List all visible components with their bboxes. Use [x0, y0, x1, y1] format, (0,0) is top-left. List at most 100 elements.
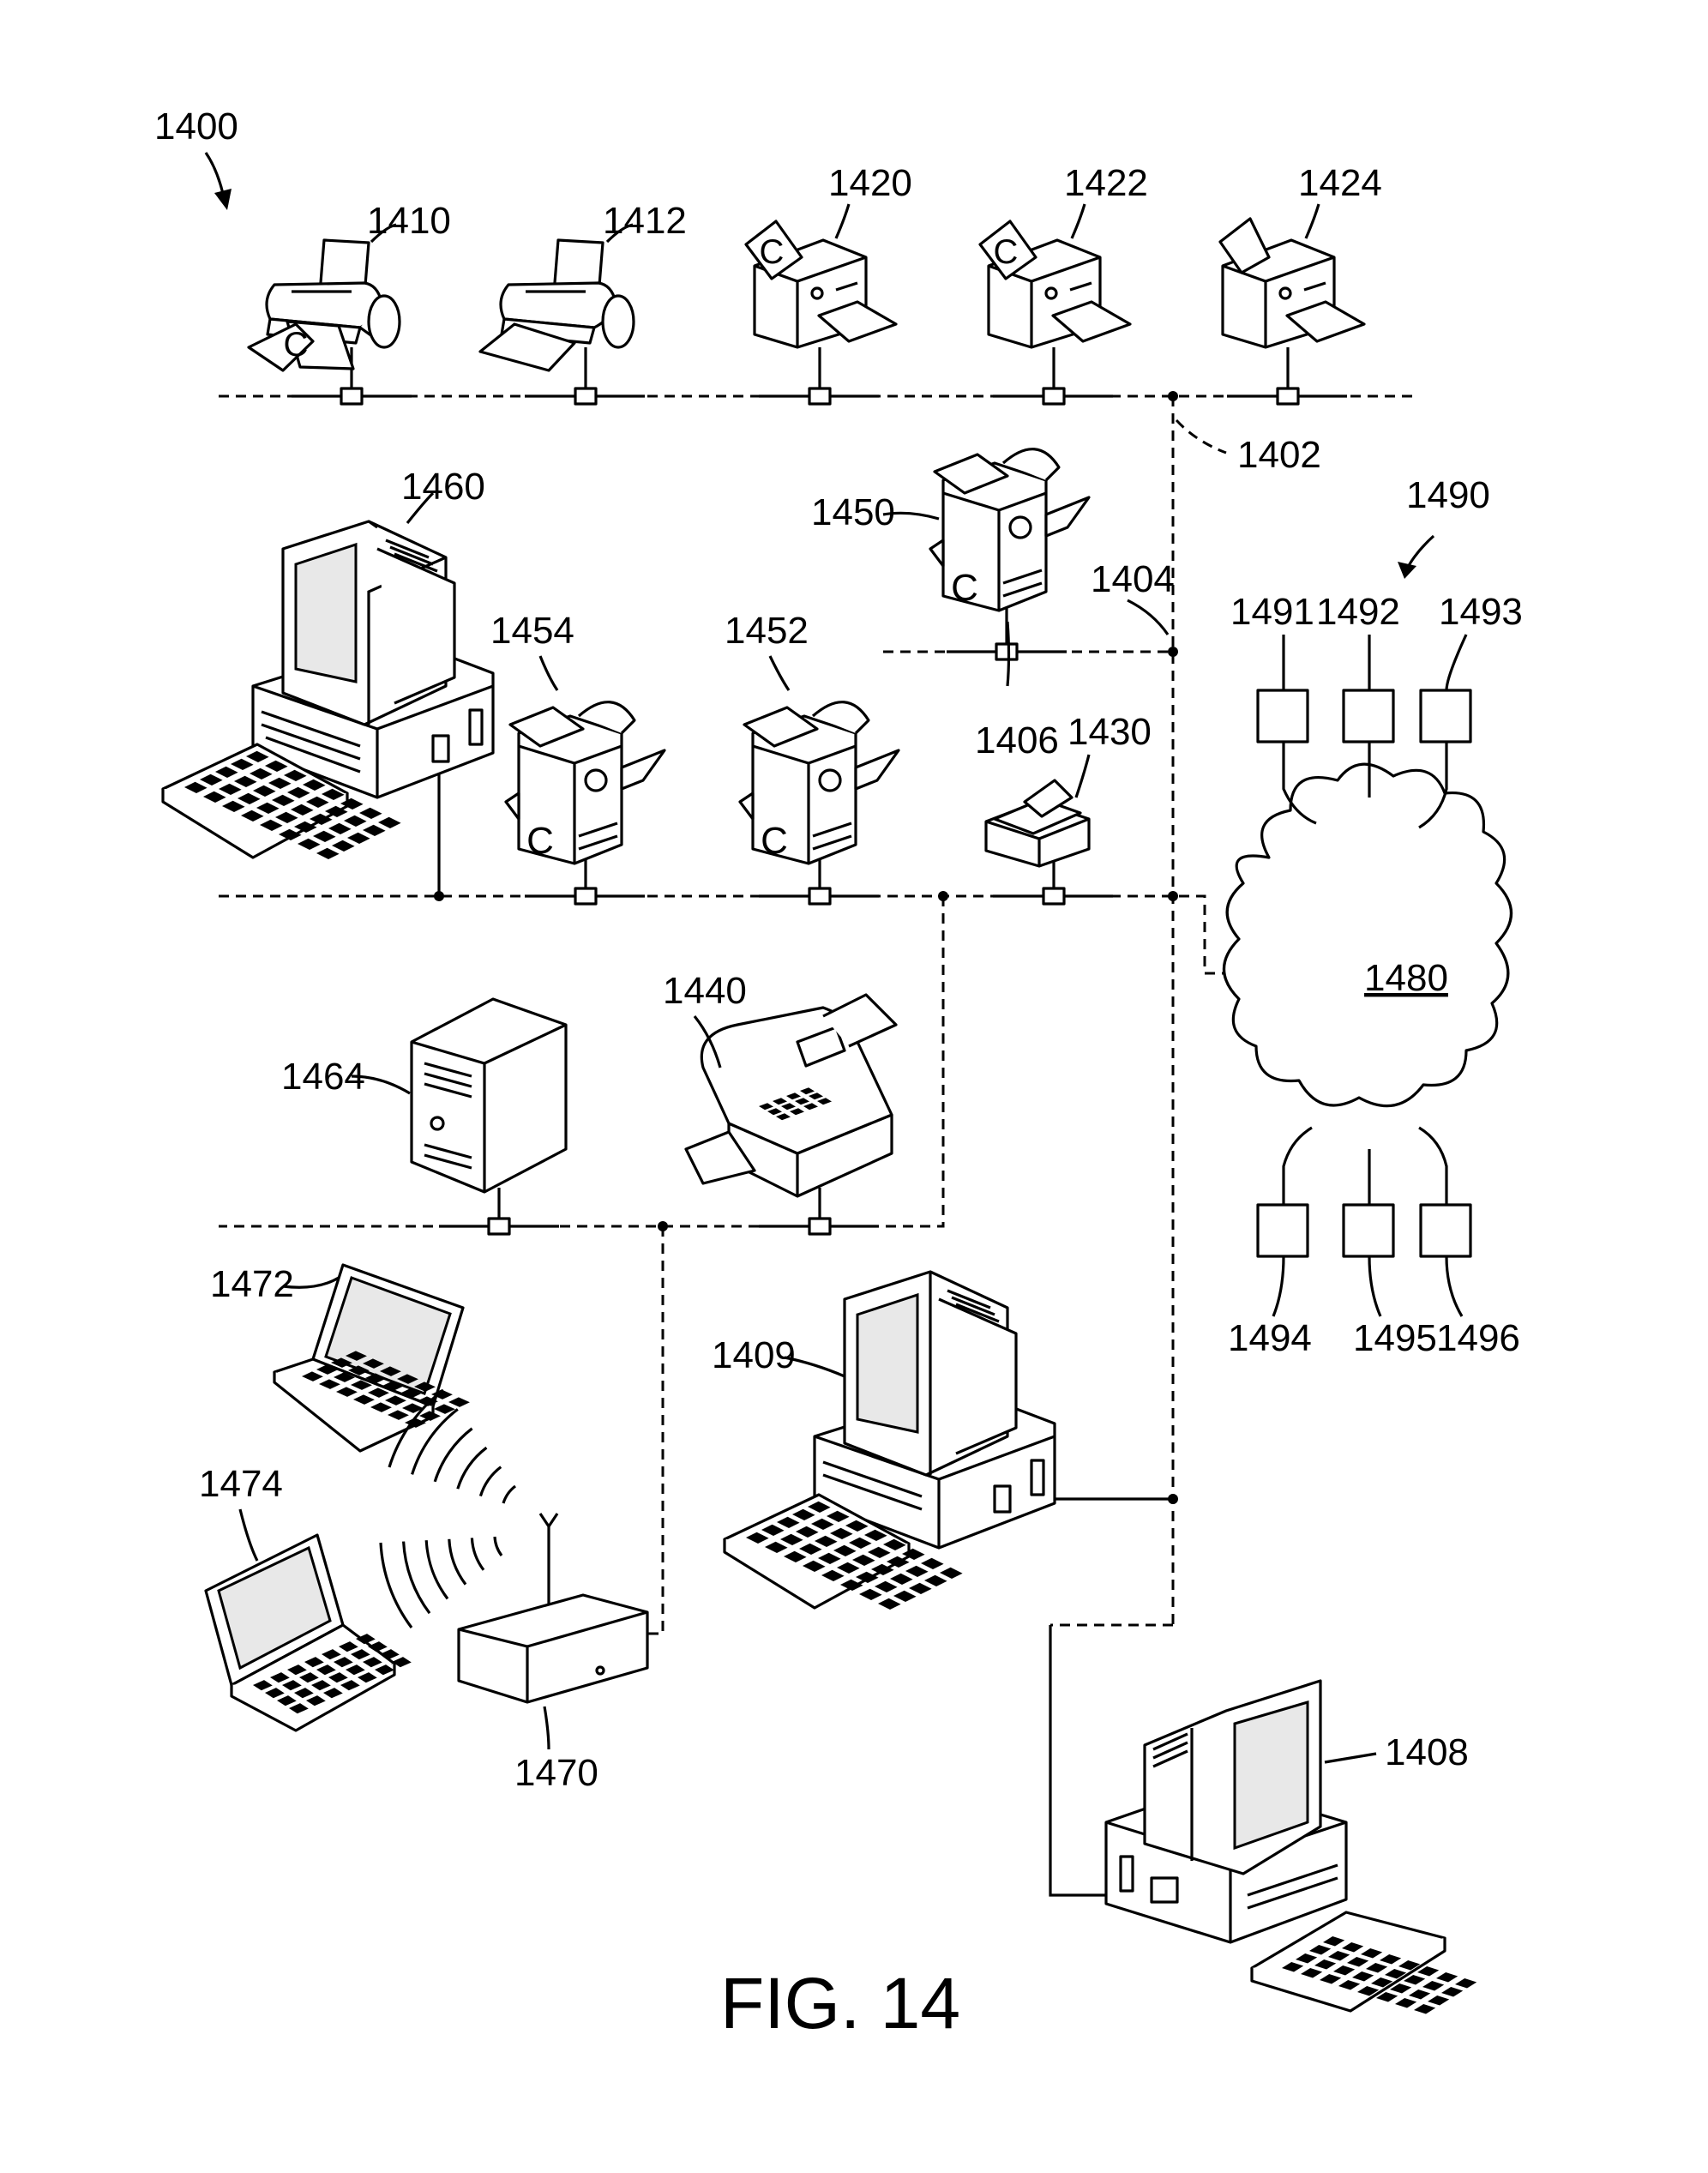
label-1496: 1496 [1436, 1317, 1520, 1359]
node-leader [1369, 1256, 1380, 1316]
junction [1168, 891, 1178, 901]
server-1464[interactable] [412, 999, 566, 1192]
label-1474: 1474 [199, 1463, 283, 1505]
figure-title: FIG. 14 [720, 1963, 960, 2044]
tap [947, 605, 1067, 659]
middle-bus [219, 896, 1248, 973]
mfd-1450[interactable]: C [930, 449, 1089, 611]
label-1412: 1412 [603, 200, 687, 242]
cloud-label: 1480 [1364, 957, 1448, 999]
key [1428, 1995, 1449, 2005]
key [347, 833, 370, 844]
key [859, 1589, 882, 1600]
tap [759, 1188, 879, 1234]
label-1470: 1470 [514, 1752, 598, 1794]
signal-arc [495, 1537, 502, 1556]
key [332, 840, 355, 852]
node-leader [1273, 1256, 1284, 1316]
tap [759, 858, 879, 904]
key [1455, 1978, 1476, 1988]
tap [439, 1188, 559, 1234]
access-point-branch [639, 1226, 663, 1634]
junction [1168, 1494, 1178, 1504]
node-1494[interactable] [1258, 1205, 1308, 1256]
tap [1227, 347, 1347, 404]
signal-arc [480, 1467, 501, 1496]
key [909, 1583, 932, 1594]
node-leader [1446, 635, 1466, 690]
key [1422, 1981, 1444, 1990]
node-1491[interactable] [1258, 690, 1308, 742]
inkjet-printer-1410[interactable]: C [249, 240, 400, 370]
inkjet-printer-1412[interactable] [480, 240, 634, 370]
label-1493: 1493 [1439, 591, 1523, 633]
label-1406: 1406 [975, 719, 1059, 761]
paper-mark: C [284, 326, 309, 364]
label-1491: 1491 [1230, 591, 1314, 633]
key [298, 839, 321, 850]
node-1493[interactable] [1421, 690, 1470, 742]
key [344, 816, 367, 827]
key [1441, 1987, 1463, 1996]
printer-1430[interactable] [986, 780, 1089, 866]
signal-arc [449, 1539, 466, 1585]
label-1450: 1450 [811, 491, 895, 533]
paper-mark: C [760, 233, 785, 271]
label-1440: 1440 [663, 970, 747, 1012]
signal-arc [426, 1540, 448, 1598]
key [890, 1574, 913, 1585]
junction [938, 891, 948, 901]
key [875, 1581, 898, 1592]
signal-arc [503, 1486, 515, 1503]
node-1492[interactable] [1344, 690, 1393, 742]
label-1492: 1492 [1316, 591, 1400, 633]
label-1422: 1422 [1064, 162, 1148, 204]
label-1460: 1460 [401, 466, 485, 508]
junction [658, 1221, 668, 1231]
system-label: 1400 [154, 105, 238, 147]
signal-arc [404, 1542, 430, 1614]
computer-1460[interactable] [163, 521, 493, 859]
key [1409, 1989, 1430, 1999]
key [363, 825, 386, 836]
label-1452: 1452 [725, 610, 809, 652]
label-1420: 1420 [828, 162, 912, 204]
paper-mark: C [951, 567, 978, 609]
label-1490: 1490 [1406, 474, 1490, 516]
laser-printer-1422[interactable]: C [980, 221, 1130, 347]
junction [1168, 391, 1178, 401]
key [448, 1397, 470, 1406]
label-1409: 1409 [712, 1334, 796, 1376]
signal-arc [435, 1429, 472, 1482]
mfd-1454[interactable]: C [506, 702, 665, 864]
paper-mark: C [761, 820, 788, 862]
label-1454: 1454 [490, 610, 574, 652]
key [1414, 2004, 1435, 2013]
key [905, 1566, 929, 1577]
key [328, 823, 352, 834]
label-1408: 1408 [1385, 1731, 1469, 1773]
node-1495[interactable] [1344, 1205, 1393, 1256]
key [378, 817, 401, 828]
label-1494: 1494 [1228, 1317, 1312, 1359]
laser-printer-1424[interactable] [1220, 219, 1364, 347]
fax-1440[interactable] [686, 995, 896, 1196]
laser-printer-1420[interactable]: C [746, 221, 896, 347]
tap [759, 347, 879, 404]
laptop-1474[interactable] [206, 1535, 412, 1731]
computer-1409[interactable] [725, 1272, 1055, 1610]
key [878, 1598, 901, 1610]
access-point-1470[interactable] [459, 1514, 647, 1702]
mfd-1452[interactable]: C [740, 702, 899, 864]
label-1404: 1404 [1091, 558, 1175, 600]
label-1424: 1424 [1298, 162, 1382, 204]
key [1436, 1972, 1458, 1982]
tap [525, 858, 645, 904]
key [924, 1575, 947, 1586]
tap [993, 858, 1113, 904]
node-1496[interactable] [1421, 1205, 1470, 1256]
label-1430: 1430 [1068, 711, 1152, 753]
label-1410: 1410 [367, 200, 451, 242]
cloud-1480: 1480 [1224, 764, 1512, 1105]
